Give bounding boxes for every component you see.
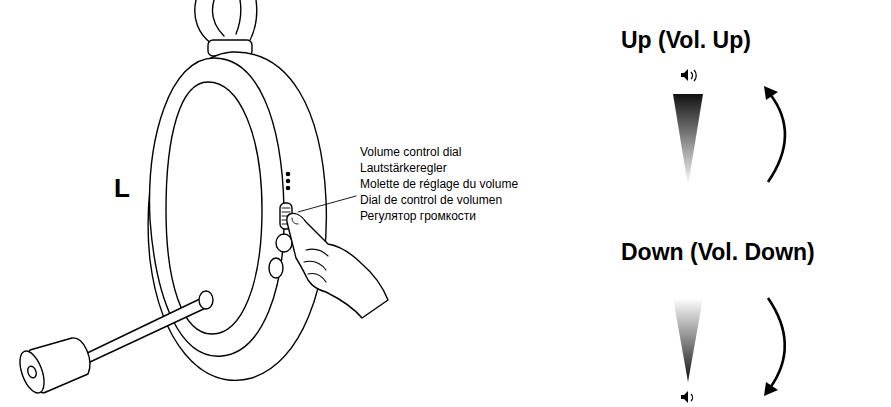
hand xyxy=(287,213,388,318)
ear-plate xyxy=(166,82,262,334)
callout-label: Регулятор громкости xyxy=(360,210,476,223)
side-marker: L xyxy=(114,174,130,203)
ear-cushion xyxy=(150,58,285,356)
callout-label: Dial de control de volumen xyxy=(360,194,502,207)
leader-line xyxy=(298,196,356,212)
callout-label: Molette de réglage du volume xyxy=(360,178,518,191)
volume-up-indicator xyxy=(673,69,785,186)
mute-button xyxy=(276,234,292,252)
volume-down-indicator xyxy=(673,298,785,403)
headband xyxy=(195,0,257,44)
port xyxy=(269,258,283,278)
callout-label: Volume control dial xyxy=(360,146,461,159)
direction-heading: Up (Vol. Up) xyxy=(621,28,751,53)
callout-label: Lautstärkeregler xyxy=(360,162,447,175)
direction-heading: Down (Vol. Down) xyxy=(621,240,815,265)
